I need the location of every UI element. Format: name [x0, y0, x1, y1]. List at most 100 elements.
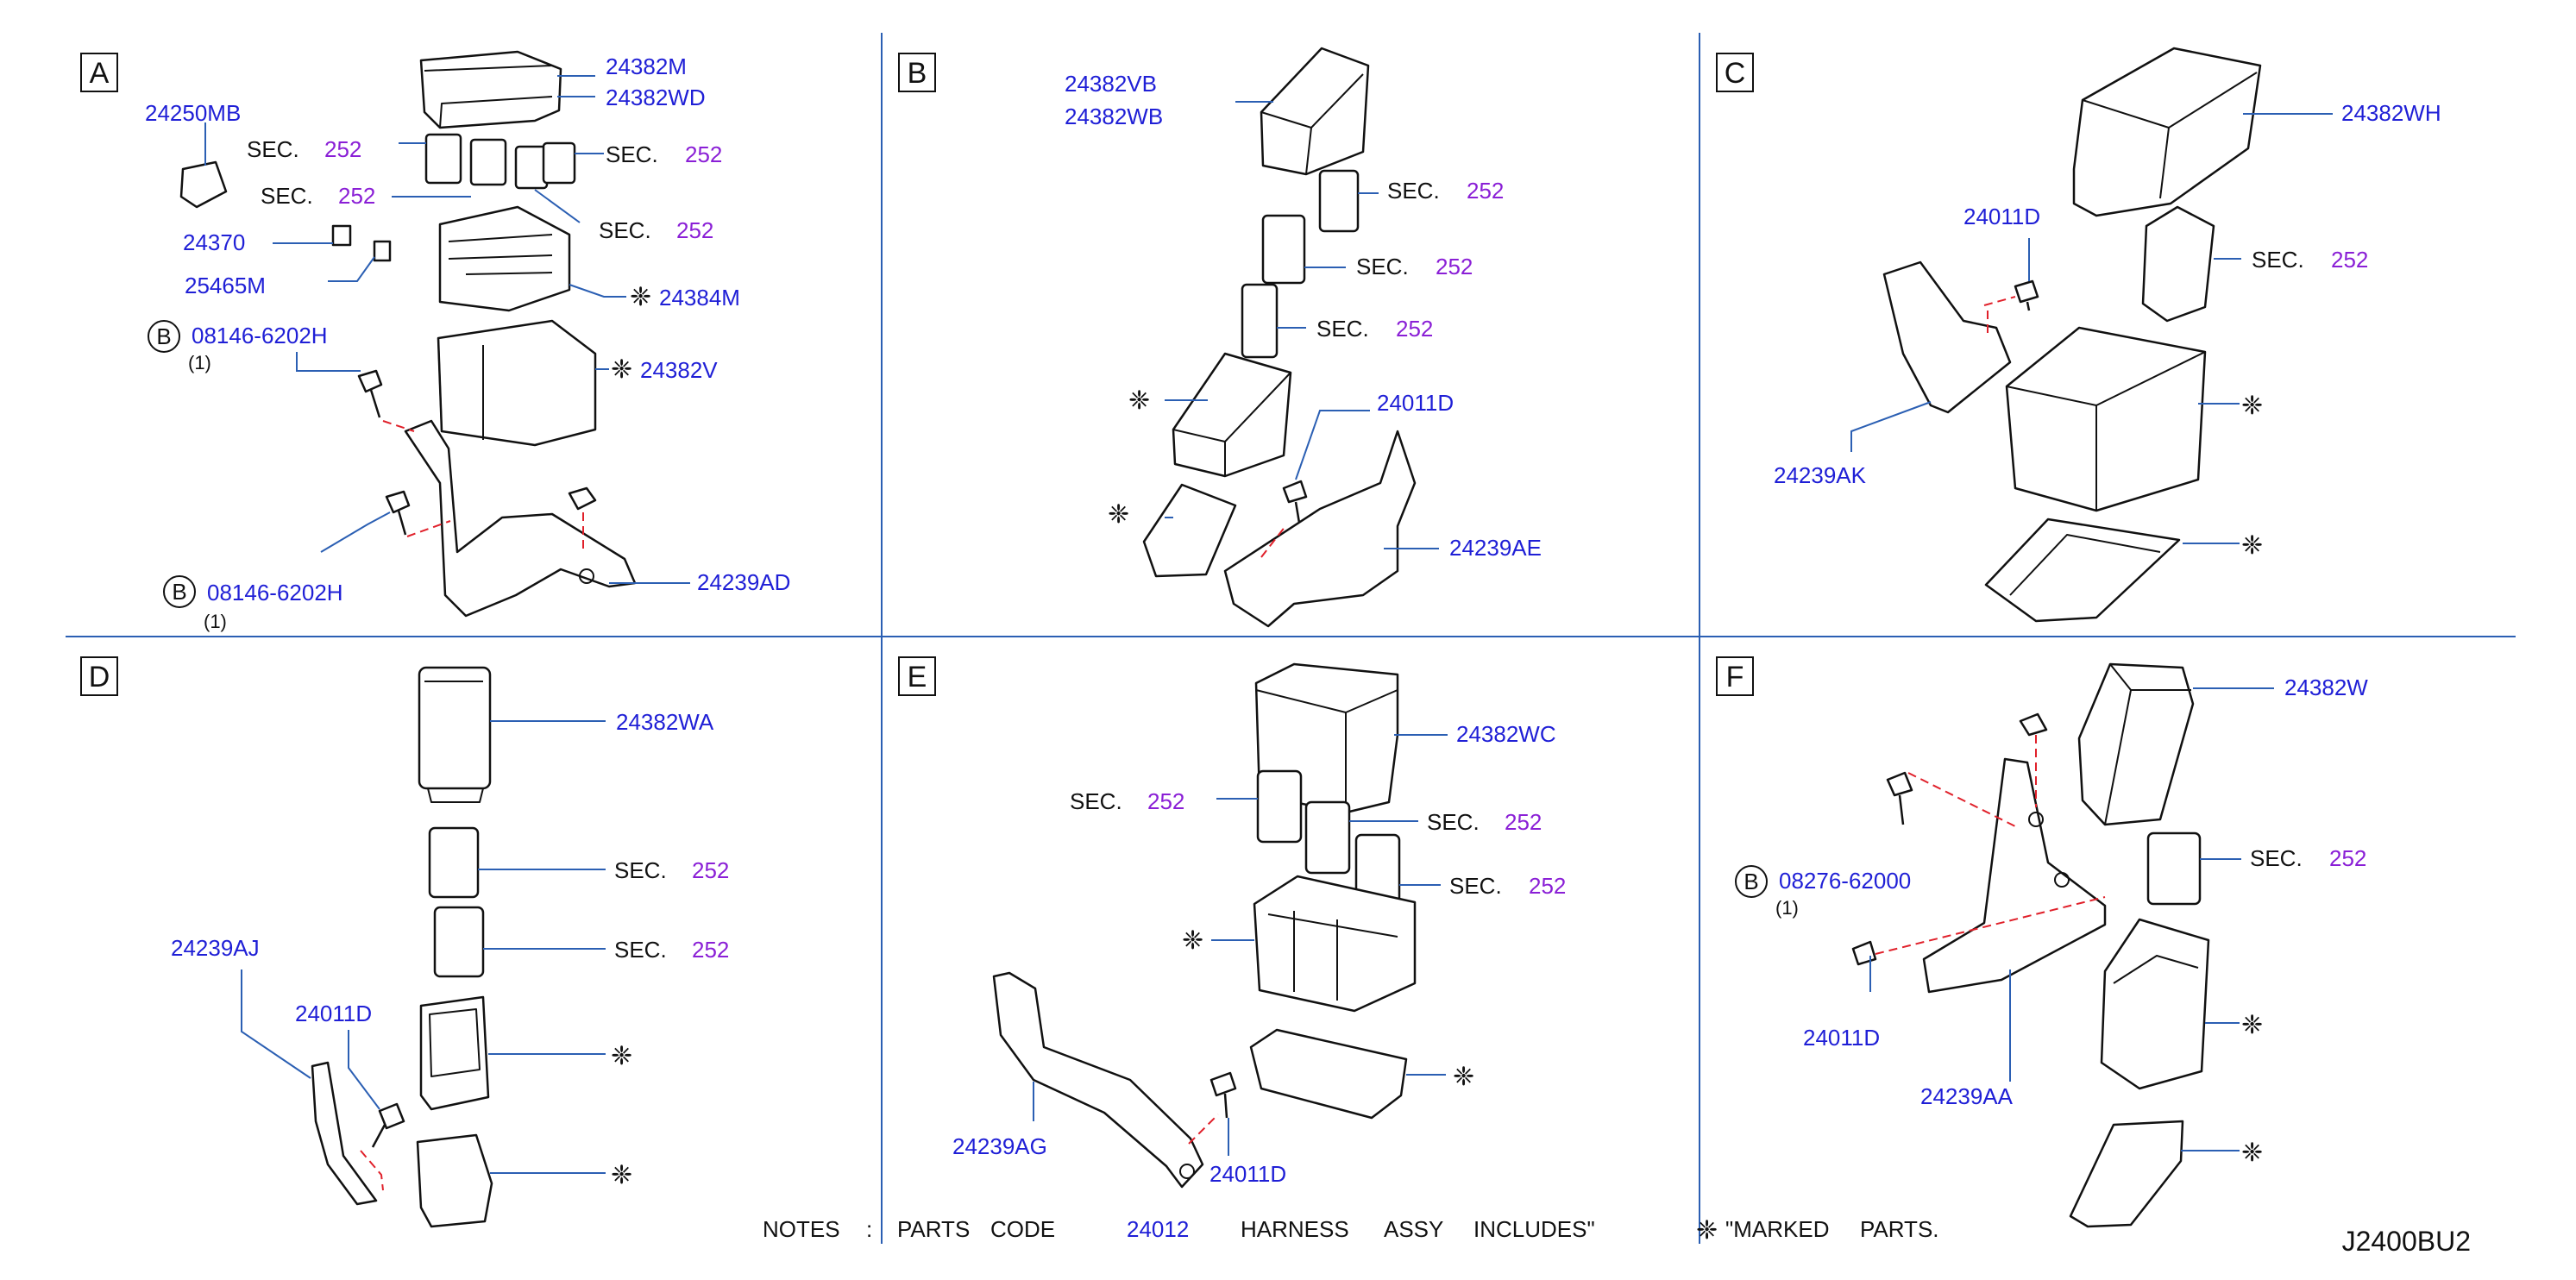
- b-sec-number-1: 252: [1467, 178, 1504, 204]
- e-bolt: [1209, 1071, 1237, 1119]
- svg-text:PARTS: PARTS: [897, 1216, 970, 1242]
- b-bolt: [1282, 480, 1308, 524]
- panel-a: [179, 50, 637, 618]
- e-bracket: [992, 971, 1204, 1189]
- a-sec-label-3: SEC.: [261, 183, 313, 209]
- b-part-24382vb: 24382VB: [1065, 71, 1157, 97]
- a-part-24382wd: 24382WD: [606, 85, 706, 110]
- b-cover: [1260, 47, 1370, 176]
- c-cover: [2072, 47, 2262, 217]
- d-sec-label-1: SEC.: [614, 857, 667, 883]
- a-sec-label-4: SEC.: [599, 217, 651, 243]
- a-bolt-marker-2: B: [163, 575, 196, 608]
- c-relay: [2141, 205, 2215, 323]
- a-part-08146-6202h-lower: 08146-6202H: [207, 580, 343, 605]
- e-fuse-block: [1253, 875, 1417, 1013]
- b-asterisk-marker-2: ❈: [1108, 499, 1129, 530]
- d-bolt: [371, 1102, 405, 1148]
- d-part-24011d: 24011D: [295, 1001, 372, 1026]
- notes-asterisk: ❈: [1696, 1215, 1718, 1245]
- svg-text:D: D: [89, 661, 110, 693]
- svg-text::: :: [866, 1216, 872, 1242]
- a-part-24382m: 24382M: [606, 53, 687, 79]
- e-sec-number-2: 252: [1505, 809, 1542, 835]
- f-tray: [2069, 1120, 2184, 1228]
- f-part-08276-62000: 08276-62000: [1779, 868, 1911, 894]
- e-asterisk-marker-1: ❈: [1182, 925, 1203, 956]
- svg-text:CODE: CODE: [990, 1216, 1055, 1242]
- d-cover: [418, 666, 492, 790]
- e-sec-label-3: SEC.: [1449, 873, 1502, 899]
- panel-f: [1851, 662, 2210, 1228]
- e-sec-number-3: 252: [1529, 873, 1566, 899]
- a-qty-lower: (1): [204, 611, 227, 632]
- svg-text:HARNESS: HARNESS: [1241, 1216, 1349, 1242]
- a-relay-3: [514, 145, 549, 190]
- svg-text:E: E: [908, 661, 927, 693]
- e-sec-label-2: SEC.: [1427, 809, 1480, 835]
- a-small-relay: [179, 160, 228, 209]
- a-part-24239ad: 24239AD: [697, 569, 790, 595]
- a-part-24250mb: 24250MB: [145, 100, 241, 126]
- svg-text:ASSY: ASSY: [1384, 1216, 1443, 1242]
- f-nut: [2019, 712, 2048, 737]
- c-bolt: [2014, 279, 2039, 311]
- f-part-24382w: 24382W: [2284, 675, 2368, 700]
- e-part-24239ag: 24239AG: [952, 1133, 1047, 1159]
- f-part-24239aa: 24239AA: [1920, 1083, 2014, 1109]
- svg-text:B: B: [1744, 869, 1758, 894]
- panel-c: [1882, 47, 2262, 623]
- b-sec-number-2: 252: [1436, 254, 1473, 279]
- d-sec-number-2: 252: [692, 937, 729, 963]
- e-asterisk-marker-2: ❈: [1453, 1062, 1474, 1092]
- f-bolt-marker: B: [1735, 865, 1768, 898]
- a-sec-number-3: 252: [338, 183, 375, 209]
- b-sec-number-3: 252: [1396, 316, 1433, 342]
- b-relay-2: [1261, 214, 1306, 285]
- panel-label-b: B: [898, 53, 936, 92]
- f-bolt-lower: [1851, 940, 1877, 966]
- a-sec-number-2: 252: [685, 141, 722, 167]
- a-asterisk-marker-1: ❈: [630, 282, 651, 312]
- a-part-24384m: 24384M: [659, 285, 740, 311]
- f-part-24011d: 24011D: [1803, 1025, 1880, 1051]
- notes-line: NOTES : PARTS CODE 24012 HARNESS ASSY IN…: [763, 1215, 1939, 1245]
- d-part-24239aj: 24239AJ: [171, 935, 260, 961]
- d-asterisk-marker-2: ❈: [611, 1160, 632, 1190]
- e-relay-1: [1256, 769, 1303, 844]
- d-asterisk-marker-1: ❈: [611, 1041, 632, 1071]
- f-relay: [2146, 831, 2202, 906]
- f-sec-number: 252: [2329, 845, 2366, 871]
- svg-text:B: B: [172, 579, 186, 605]
- b-part-24382wb: 24382WB: [1065, 104, 1163, 129]
- b-asterisk-marker-1: ❈: [1128, 386, 1150, 416]
- drawing-code: J2400BU2: [2342, 1226, 2471, 1257]
- c-sec-number: 252: [2331, 247, 2368, 273]
- panel-b: [1142, 47, 1417, 628]
- a-qty-upper: (1): [188, 352, 211, 373]
- a-part-24382v: 24382V: [640, 357, 718, 383]
- e-part-24382wc: 24382WC: [1456, 721, 1556, 747]
- svg-text:F: F: [1726, 661, 1744, 693]
- d-sec-number-1: 252: [692, 857, 729, 883]
- a-fuse-box-cover: [419, 50, 562, 129]
- f-bracket: [1922, 757, 2107, 994]
- panel-label-f: F: [1716, 656, 1754, 696]
- a-nut: [568, 486, 597, 511]
- a-bolt-upper: [357, 369, 383, 418]
- a-relay-4: [542, 141, 576, 185]
- a-sec-label-1: SEC.: [247, 136, 299, 162]
- svg-text:C: C: [1725, 57, 1746, 90]
- b-sec-label-3: SEC.: [1316, 316, 1369, 342]
- a-asterisk-marker-2: ❈: [611, 355, 632, 385]
- a-bolt-lower: [385, 490, 411, 536]
- a-sec-number-1: 252: [324, 136, 361, 162]
- e-sec-number-1: 252: [1147, 788, 1184, 814]
- a-part-08146-6202h-upper: 08146-6202H: [192, 323, 328, 348]
- e-tray: [1249, 1028, 1408, 1120]
- a-part-25465m: 25465M: [185, 273, 266, 298]
- notes-harness-code: 24012: [1127, 1216, 1189, 1242]
- panel-label-e: E: [898, 656, 936, 696]
- c-asterisk-marker-1: ❈: [2241, 391, 2263, 421]
- d-box: [419, 995, 490, 1111]
